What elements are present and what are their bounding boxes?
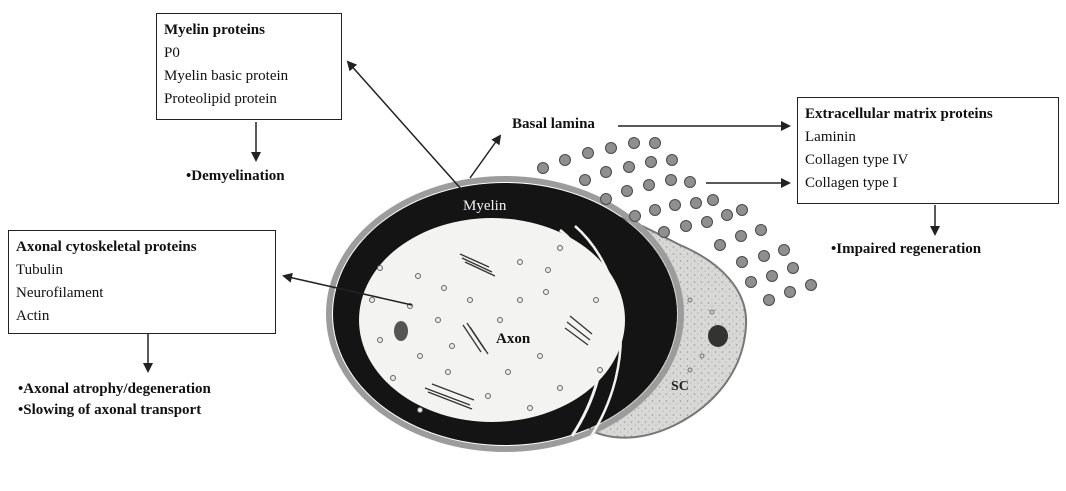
extracellular-matrix-box: Extracellular matrix proteins Laminin Co… — [797, 97, 1059, 204]
axonal-protein-item: Actin — [16, 305, 268, 328]
axonal-protein-item: Neurofilament — [16, 282, 268, 305]
myelin-protein-item: Proteolipid protein — [164, 88, 334, 111]
myelin-proteins-title: Myelin proteins — [164, 19, 334, 42]
myelin-protein-item: Myelin basic protein — [164, 65, 334, 88]
axonal-protein-item: Tubulin — [16, 259, 268, 282]
ecm-protein-item: Collagen type I — [805, 172, 1051, 195]
axonal-proteins-title: Axonal cytoskeletal proteins — [16, 236, 268, 259]
ecm-protein-item: Laminin — [805, 126, 1051, 149]
myelin-proteins-box: Myelin proteins P0 Myelin basic protein … — [156, 13, 342, 120]
basal-lamina-label: Basal lamina — [512, 116, 595, 133]
ecm-protein-item: Collagen type IV — [805, 149, 1051, 172]
schwann-cell-label: SC — [671, 379, 689, 395]
myelin-label: Myelin — [463, 198, 506, 215]
axonal-cytoskeletal-box: Axonal cytoskeletal proteins Tubulin Neu… — [8, 230, 276, 334]
demyelination-effect: •Demyelination — [186, 168, 285, 185]
arrow-to-basal-lamina — [470, 136, 500, 178]
axon-label: Axon — [496, 331, 530, 348]
arrow-to-myelin-box — [348, 62, 462, 190]
axon-organelle — [394, 321, 408, 341]
ecm-proteins-title: Extracellular matrix proteins — [805, 103, 1051, 126]
schwann-cell-nucleus — [708, 325, 728, 347]
myelin-protein-item: P0 — [164, 42, 334, 65]
axoplasm — [359, 218, 625, 422]
axonal-atrophy-effect: •Axonal atrophy/degeneration — [18, 381, 211, 398]
impaired-regeneration-effect: •Impaired regeneration — [831, 241, 981, 258]
axonal-transport-effect: •Slowing of axonal transport — [18, 402, 201, 419]
